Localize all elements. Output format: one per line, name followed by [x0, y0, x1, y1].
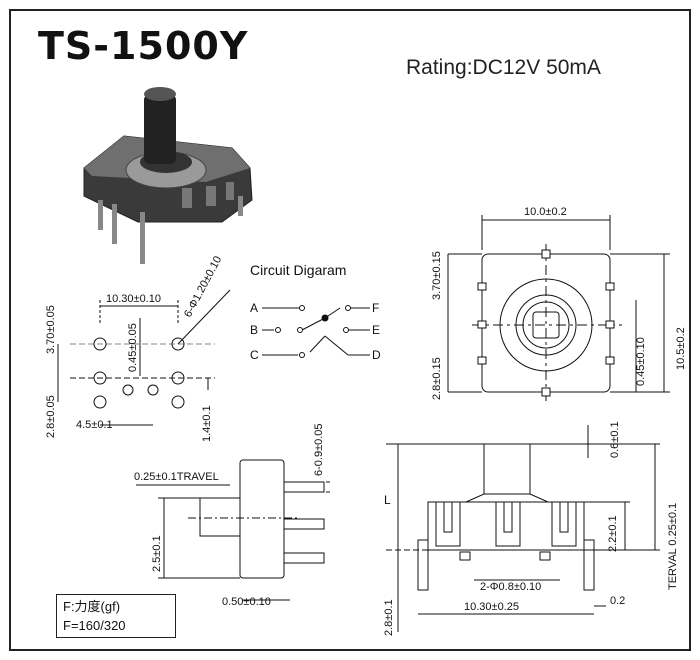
- dim-pin-len: 2.8±0.1: [383, 599, 395, 636]
- terminal-b: B: [250, 323, 258, 337]
- force-value: F=160/320: [63, 618, 126, 633]
- force-label: F:力度(gf): [63, 599, 121, 614]
- dim-body: 2.2±0.1: [607, 515, 619, 552]
- product-photo: [83, 87, 253, 264]
- terminal-f: F: [372, 301, 379, 315]
- dim-pegs: 2-Φ0.8±0.10: [480, 581, 541, 593]
- dim-front-width: 10.30±0.25: [464, 601, 519, 613]
- dim-top-upper: 3.70±0.15: [431, 251, 443, 300]
- dim-right-offset: 1.4±0.1: [201, 405, 213, 442]
- dim-travel: 0.25±0.1TRAVEL: [134, 471, 219, 483]
- pcb-footprint: [57, 289, 231, 426]
- terminal-a: A: [250, 301, 258, 315]
- dim-pins: 6-0.9±0.05: [313, 423, 325, 476]
- dim-top-offset: 3.70±0.05: [45, 305, 57, 354]
- dim-top-offset: 0.45±0.10: [635, 337, 647, 386]
- dim-hole-dia: 6-Φ1.20±0.10: [182, 254, 224, 319]
- dim-pitch: 4.5±0.1: [76, 419, 113, 431]
- top-view: [447, 215, 670, 404]
- dim-top-height: 10.5±0.2: [675, 327, 687, 370]
- part-number-title: TS-1500Y: [38, 24, 249, 68]
- sheet-border: [9, 9, 691, 651]
- side-view: [136, 459, 330, 601]
- dim-cap: 0.6±0.1: [609, 421, 621, 458]
- terminal-c: C: [250, 348, 259, 362]
- dim-top-width: 10.0±0.2: [524, 206, 567, 218]
- circuit-diagram-title: Circuit Digaram: [250, 262, 347, 278]
- terminal-d: D: [372, 348, 381, 362]
- dim-bottom-offset: 2.8±0.05: [45, 395, 57, 438]
- dim-pin-thk: 0.2: [610, 595, 625, 607]
- circuit-schematic: [262, 305, 370, 358]
- rating-text: Rating:DC12V 50mA: [406, 56, 601, 79]
- dim-L: L: [384, 493, 391, 507]
- dim-top-lower: 2.8±0.15: [431, 357, 443, 400]
- front-view: [386, 425, 660, 632]
- dim-shaft: 2.5±0.1: [151, 535, 163, 572]
- dim-pin-pitch: 0.50±0.10: [222, 596, 271, 608]
- terminal-e: E: [372, 323, 380, 337]
- force-spec-box: F:力度(gf) F=160/320: [56, 594, 176, 638]
- dim-footprint-width: 10.30±0.10: [106, 293, 161, 305]
- dim-inner-offset: 0.45±0.05: [127, 323, 139, 372]
- dim-travel-v: TERVAL 0.25±0.1: [667, 503, 679, 590]
